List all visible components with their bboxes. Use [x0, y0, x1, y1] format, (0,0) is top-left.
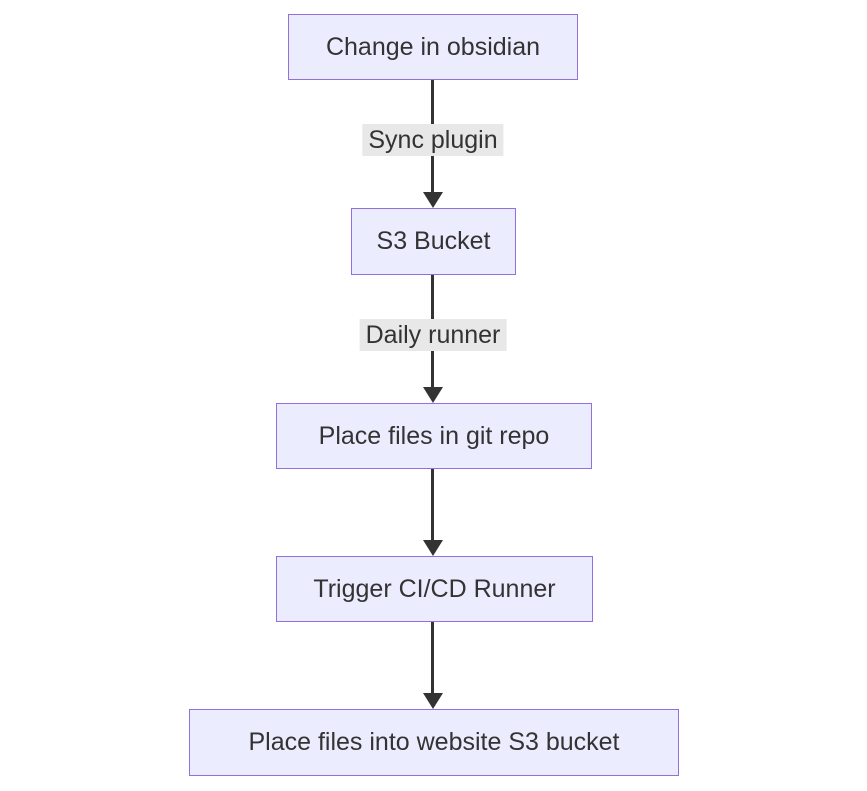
arrowhead-icon: [423, 693, 443, 709]
arrowhead-icon: [423, 540, 443, 556]
arrowhead-icon: [423, 387, 443, 403]
arrowhead-icon: [423, 192, 443, 208]
node-place-files-into-website-s3-bucket: Place files into website S3 bucket: [189, 709, 679, 776]
node-trigger-ci-cd-runner: Trigger CI/CD Runner: [276, 556, 593, 622]
edge-line-cicd-to-website: [431, 622, 434, 693]
edge-label-daily-runner: Daily runner: [359, 319, 507, 351]
node-s3-bucket: S3 Bucket: [351, 208, 516, 275]
node-place-files-in-git-repo: Place files in git repo: [276, 403, 592, 469]
node-change-in-obsidian: Change in obsidian: [288, 14, 578, 80]
edge-label-sync-plugin: Sync plugin: [362, 124, 504, 156]
edge-line-git-to-cicd: [431, 469, 434, 540]
